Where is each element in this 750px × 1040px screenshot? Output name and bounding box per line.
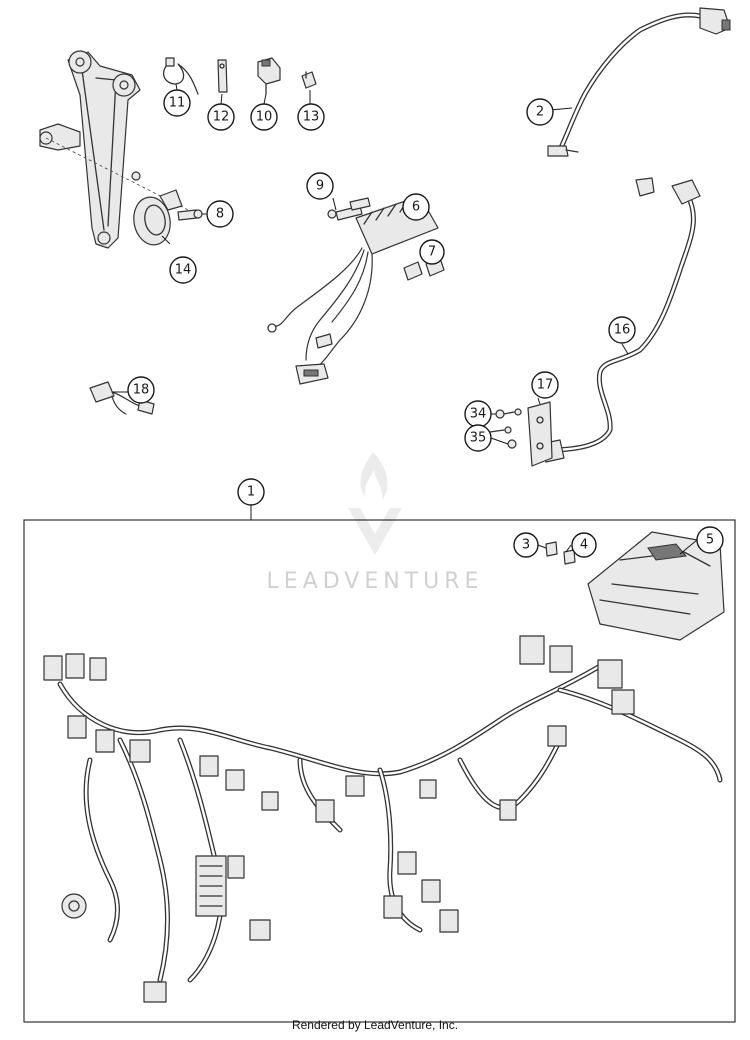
svg-text:4: 4 [580,538,588,553]
svg-text:10: 10 [256,110,273,125]
callout-16: 16 [608,316,636,344]
leader-lines [112,83,698,555]
svg-text:11: 11 [169,96,186,111]
harness-connectors [43,635,635,1003]
leader-14 [161,235,171,245]
callout-8: 8 [206,200,234,228]
svg-text:12: 12 [213,110,230,125]
leader-11 [175,83,178,91]
holder-strip [217,59,228,93]
clip-13 [301,71,317,89]
callout-14: 14 [169,256,197,284]
callout-17: 17 [531,371,559,399]
fuse-box [587,531,725,641]
callout-13: 13 [297,103,325,131]
screws-34 [489,408,522,434]
watermark-text: LEADVENTURE [267,569,484,594]
callout-1: 1 [237,478,265,506]
leadventure-flame-logo [348,452,402,555]
harness-frame [23,519,736,1023]
svg-text:17: 17 [537,378,554,393]
svg-text:9: 9 [316,179,324,194]
leader-5 [679,539,698,555]
svg-text:2: 2 [536,105,544,120]
leader-35 [490,437,509,445]
svg-text:18: 18 [133,383,150,398]
svg-text:3: 3 [522,538,530,553]
callout-35: 35 [464,424,492,452]
callout-11: 11 [163,89,191,117]
fuse-3 [545,541,558,557]
horn-bracket [39,50,197,249]
voltage-regulator [267,195,439,385]
svg-text:6: 6 [412,200,420,215]
leader-10 [263,93,267,105]
callout-18: 18 [127,376,155,404]
leader-12 [220,93,223,105]
plug-10 [257,57,281,95]
callout-9: 9 [306,172,334,200]
leader-9 [332,197,337,211]
callout-3: 3 [513,532,539,558]
footer-credit: Rendered by LeadVenture, Inc. [291,1018,459,1032]
callout-4: 4 [571,532,597,558]
svg-text:5: 5 [706,533,714,548]
svg-text:35: 35 [470,431,487,446]
svg-text:7: 7 [428,245,436,260]
main-wiring-harness [43,635,723,1003]
callout-5: 5 [696,526,724,554]
svg-text:13: 13 [303,110,320,125]
callout-6: 6 [402,193,430,221]
leader-17 [537,397,541,405]
callout-12: 12 [207,103,235,131]
svg-text:34: 34 [470,407,487,422]
sensor-cable [547,7,731,157]
bolt-8 [177,209,203,221]
horn [133,189,183,246]
svg-text:1: 1 [247,485,255,500]
sensor-bracket-17 [527,401,553,467]
callout-34: 34 [464,400,492,428]
nut-35 [507,439,517,449]
watermark: LEADVENTURE [267,452,484,594]
leader-16 [621,343,629,355]
svg-text:16: 16 [614,323,631,338]
svg-text:14: 14 [175,263,192,278]
callout-10: 10 [250,103,278,131]
callout-2: 2 [526,98,554,126]
leader-4 [565,544,572,553]
callout-7: 7 [419,239,445,265]
cable-tie [163,57,199,95]
fuse-4 [563,549,576,565]
svg-text:8: 8 [216,207,224,222]
leader-3 [537,544,547,549]
